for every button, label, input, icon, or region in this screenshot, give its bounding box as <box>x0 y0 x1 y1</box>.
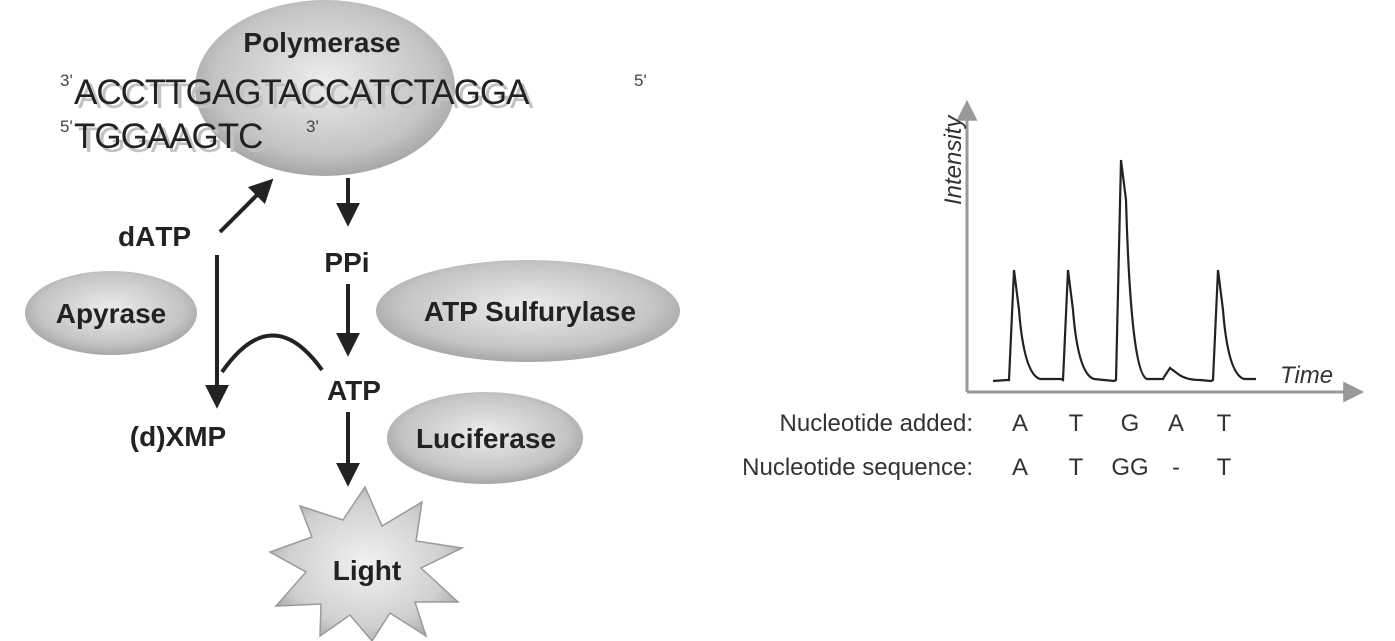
light-starburst <box>268 485 465 641</box>
nucleotide-added-cell-3: A <box>1168 410 1184 437</box>
primer-strand: 5' TGGAAGTC TGGAAGTC 3' <box>60 117 319 160</box>
luciferase-label: Luciferase <box>416 423 556 454</box>
primer-sequence: TGGAAGTC <box>74 117 262 156</box>
luciferase-ellipse <box>387 392 583 484</box>
nucleotide-added-cell-0: A <box>1012 410 1028 437</box>
datp-label: dAТP <box>118 221 191 252</box>
template-sequence-shadow: ACCTTGAGTACCATCTAGGA <box>78 77 534 116</box>
nucleotide-sequence-label: Nucleotide sequence: <box>742 454 973 481</box>
primer-prime-end: 3' <box>306 117 319 136</box>
nucleotide-table: Nucleotide added: Nucleotide sequence: A… <box>742 410 1231 481</box>
pyrogram-chart: Intensity Time <box>940 99 1365 403</box>
nucleotide-sequence-cell-2: GG <box>1111 454 1148 481</box>
nucleotide-sequence-cell-0: A <box>1012 454 1028 481</box>
atp-sulfurylase-label: ATP Sulfurylase <box>424 296 636 327</box>
nucleotide-added-cell-1: T <box>1069 410 1084 437</box>
primer-prime-start: 5' <box>60 117 73 136</box>
polymerase-ellipse <box>195 0 455 176</box>
atp-sulfurylase-ellipse <box>376 260 680 362</box>
nucleotide-added-cell-2: G <box>1121 410 1140 437</box>
nucleotide-sequence-cell-4: T <box>1217 454 1232 481</box>
apyrase-label: Apyrase <box>56 298 167 329</box>
nucleotide-sequence-cell-3: - <box>1172 454 1180 481</box>
polymerase-label: Polymerase <box>243 27 400 58</box>
nucleotide-sequence-cell-1: T <box>1069 454 1084 481</box>
y-axis-label: Intensity <box>940 114 967 205</box>
template-prime-start: 3' <box>60 71 73 90</box>
pyrogram-trace <box>992 159 1256 383</box>
light-label: Light <box>333 555 401 586</box>
atp-to-dxmp-curve <box>220 333 324 374</box>
datp-to-polymerase-arrow <box>218 178 274 234</box>
ppi-label: PPi <box>324 247 369 278</box>
atp-label: ATP <box>327 375 381 406</box>
x-axis-label: Time <box>1280 362 1333 389</box>
apyrase-ellipse <box>25 271 197 355</box>
nucleotide-added-label: Nucleotide added: <box>780 410 973 437</box>
primer-sequence-shadow: TGGAAGTC <box>78 121 266 160</box>
nucleotide-added-cell-4: T <box>1217 410 1232 437</box>
template-strand: 3' ACCTTGAGTACCATCTAGGA ACCTTGAGTACCATCT… <box>60 71 647 116</box>
dxmp-label: (d)XMP <box>130 421 226 452</box>
template-sequence: ACCTTGAGTACCATCTAGGA <box>74 73 530 112</box>
template-prime-end: 5' <box>634 71 647 90</box>
